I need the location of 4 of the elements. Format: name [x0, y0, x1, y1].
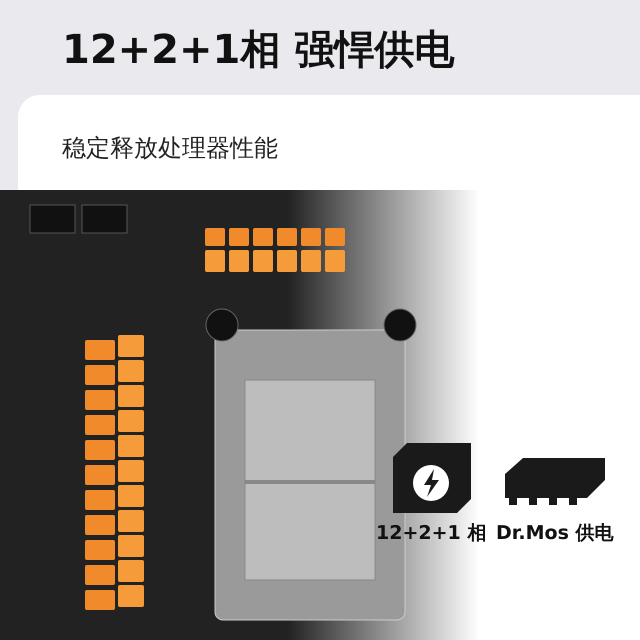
title: 12+2+1相 强悍供电 — [62, 26, 454, 75]
feature-label: Dr.Mos 供电 — [496, 521, 614, 546]
feature-label: 12+2+1 相 — [376, 521, 486, 546]
subtitle: 稳定释放处理器性能 — [62, 133, 278, 164]
